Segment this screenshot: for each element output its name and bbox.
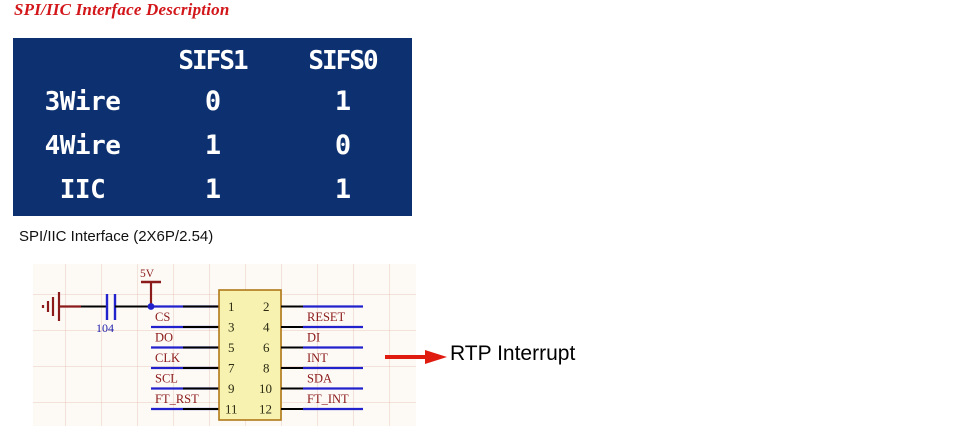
pin-number-5: 5 [228, 340, 235, 355]
pin-number-10: 10 [259, 381, 272, 396]
net-label-int: INT [307, 351, 328, 365]
schematic-caption: SPI/IIC Interface (2X6P/2.54) [19, 228, 214, 245]
pin-number-3: 3 [228, 320, 235, 335]
capacitor-icon [105, 294, 117, 320]
net-label-do: DO [155, 331, 173, 345]
pin-number-12: 12 [259, 402, 272, 417]
net-label-di: DI [307, 331, 320, 345]
table-header-sifs0: SIFS0 [279, 44, 406, 78]
table-row: 4Wire 1 0 [19, 125, 406, 166]
table-header-sifs1: SIFS1 [149, 44, 276, 78]
pin-number-4: 4 [263, 320, 270, 335]
cell-4wire-sifs0: 0 [279, 125, 406, 166]
net-label-sda: SDA [307, 372, 332, 386]
net-label-ft-rst: FT_RST [155, 392, 199, 406]
schematic-diagram: 5V 104 CS DO CLK SCL FT_RST [33, 264, 416, 426]
cell-iic-sifs1: 1 [149, 169, 276, 210]
table-row: 3Wire 0 1 [19, 81, 406, 122]
cell-iic-sifs0: 1 [279, 169, 406, 210]
pin-number-9: 9 [228, 381, 235, 396]
table-header-blank [19, 44, 146, 78]
net-label-clk: CLK [155, 351, 180, 365]
net-label-scl: SCL [155, 372, 178, 386]
row-label-3wire: 3Wire [19, 81, 146, 122]
pin-number-8: 8 [263, 361, 270, 376]
right-net-underlines [303, 305, 363, 411]
cell-3wire-sifs0: 1 [279, 81, 406, 122]
power-label-5v: 5V [140, 268, 155, 280]
page-title: SPI/IIC Interface Description [14, 0, 230, 19]
pin-number-7: 7 [228, 361, 235, 376]
ground-icon [41, 292, 61, 321]
cell-3wire-sifs1: 0 [149, 81, 276, 122]
spi-iic-truth-table: SIFS1 SIFS0 3Wire 0 1 4Wire 1 0 IIC 1 1 [13, 38, 412, 216]
pin-number-1: 1 [228, 299, 235, 314]
table-header-row: SIFS1 SIFS0 [19, 44, 406, 78]
net-label-reset: RESET [307, 310, 346, 324]
row-label-iic: IIC [19, 169, 146, 210]
row-label-4wire: 4Wire [19, 125, 146, 166]
rtp-interrupt-arrow-icon [385, 350, 447, 364]
cell-4wire-sifs1: 1 [149, 125, 276, 166]
table-row: IIC 1 1 [19, 169, 406, 210]
net-label-ft-int: FT_INT [307, 392, 349, 406]
pin-number-6: 6 [263, 340, 270, 355]
capacitor-value-label: 104 [96, 321, 114, 335]
rtp-interrupt-label: RTP Interrupt [450, 342, 576, 365]
pin-number-2: 2 [263, 299, 270, 314]
net-label-cs: CS [155, 310, 170, 324]
pin-number-11: 11 [225, 402, 238, 417]
connector-body [218, 289, 282, 421]
